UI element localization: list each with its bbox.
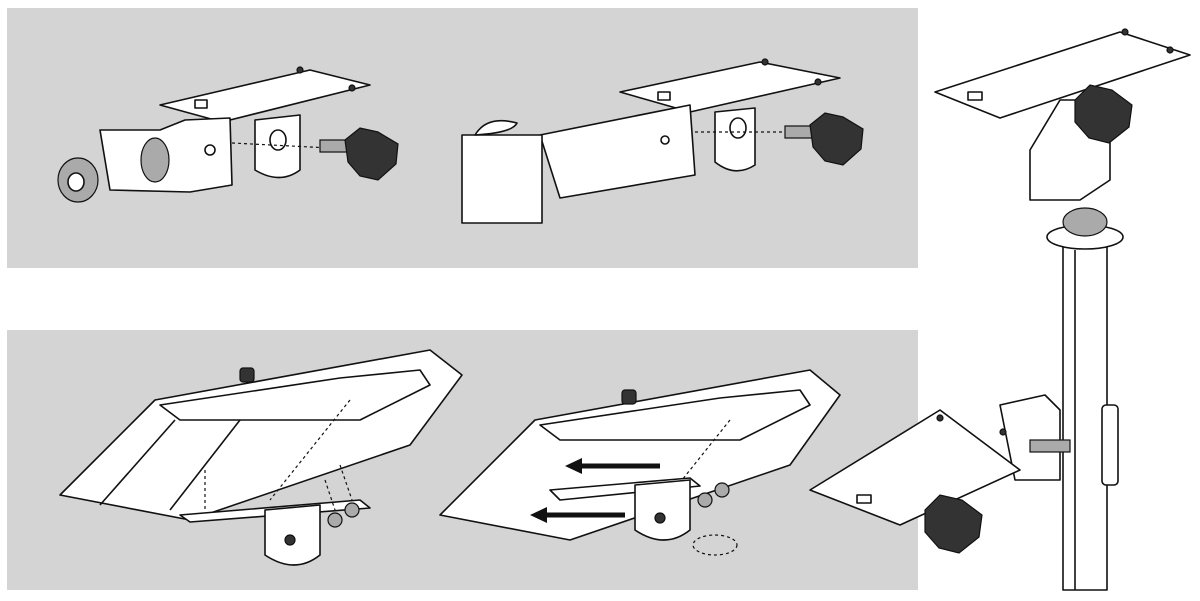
clamp-block [1101,404,1119,486]
pivot-plate [634,479,691,541]
speaker-underside-figure-2 [439,369,841,556]
knurled-ring [140,137,170,183]
clamp-bracket [539,104,696,199]
mic-stand-pole [1062,239,1108,591]
pivot-plate [714,107,756,172]
assembled-on-stand-figure [809,28,1191,591]
shock-mount-adapter [1062,207,1108,237]
bracket-with-clamp-figure [461,58,864,224]
knob-screw [1029,439,1071,453]
clamp-block [461,134,543,224]
star-knob [1074,84,1133,144]
plate-tab [194,99,208,109]
speaker-underside-figure-1 [59,349,463,566]
star-knob [924,494,983,554]
bracket-with-adapter-figure [57,66,399,203]
mounting-plate [809,409,1021,526]
star-knob [344,127,399,181]
mounting-plate [934,31,1191,119]
mounting-plate [619,61,841,113]
star-knob [809,112,864,166]
rotate-arrow [692,534,738,556]
mounting-plate [159,69,371,123]
knob-screw [319,139,349,153]
